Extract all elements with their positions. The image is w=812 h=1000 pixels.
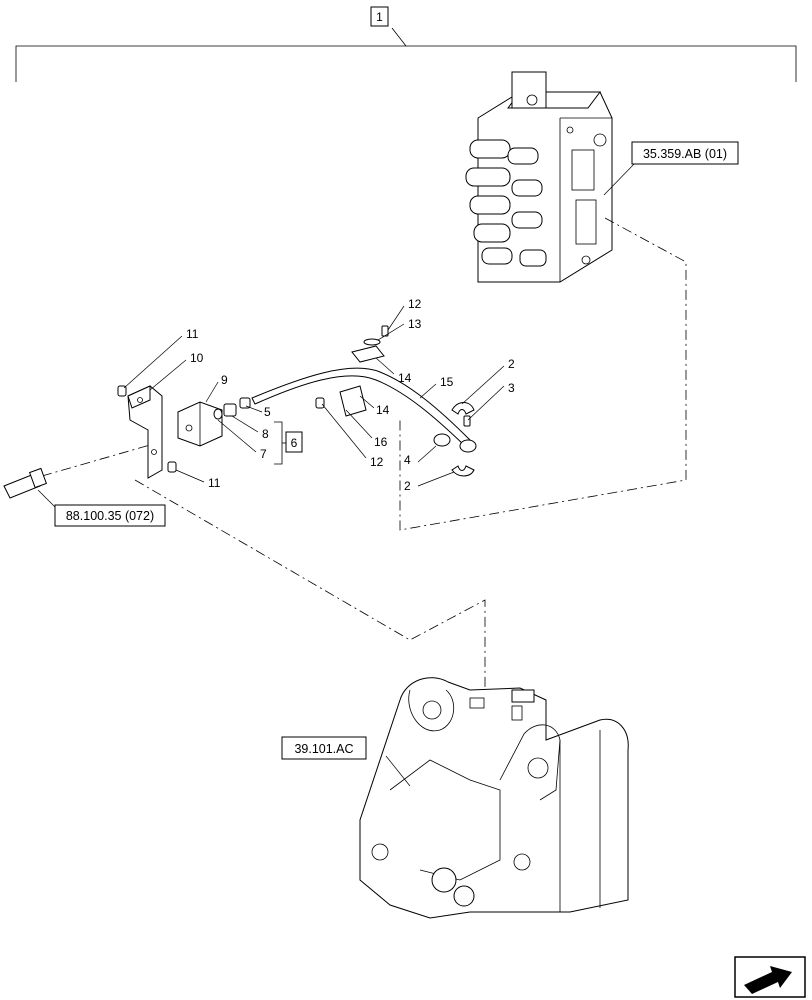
control-valve-block <box>465 71 613 283</box>
assembly-label: 1 <box>376 10 383 24</box>
valve-spools <box>465 139 547 267</box>
routing-lines <box>41 217 687 700</box>
label-4: 4 <box>404 445 437 467</box>
label-12-lower: 12 <box>321 403 384 469</box>
svg-text:13: 13 <box>408 317 422 331</box>
label-5: 5 <box>245 405 271 419</box>
svg-text:2: 2 <box>404 479 411 493</box>
svg-text:15: 15 <box>440 375 454 389</box>
mounting-bracket <box>127 385 163 479</box>
label-11-upper: 11 <box>123 327 199 389</box>
kit-label: 6 <box>291 436 298 450</box>
svg-text:2: 2 <box>508 357 515 371</box>
svg-text:4: 4 <box>404 453 411 467</box>
fitting-5 <box>239 397 251 409</box>
label-12-upper: 12 <box>387 297 422 331</box>
fitting-8 <box>223 403 237 417</box>
control-valve-reference[interactable]: 35.359.AB (01) <box>603 141 739 196</box>
clamp-upper <box>351 345 385 363</box>
label-10: 10 <box>149 351 204 391</box>
svg-text:12: 12 <box>370 455 384 469</box>
label-8: 8 <box>231 415 269 441</box>
svg-text:5: 5 <box>264 405 271 419</box>
svg-text:3: 3 <box>508 381 515 395</box>
bolt-upper <box>117 385 127 397</box>
label-14-lower: 14 <box>359 395 390 417</box>
flange-half-lower <box>451 465 475 477</box>
svg-text:11: 11 <box>208 476 221 490</box>
svg-text:10: 10 <box>190 351 204 365</box>
label-2-upper: 2 <box>461 357 515 405</box>
clamp-lower <box>339 385 367 417</box>
svg-text:14: 14 <box>398 371 412 385</box>
flange-screw <box>463 415 471 427</box>
hose-connection-reference[interactable]: 88.100.35 (072) <box>37 489 166 527</box>
fitting-7 <box>213 408 223 420</box>
hose <box>251 367 477 453</box>
chassis-frame <box>359 677 629 919</box>
label-14-upper: 14 <box>375 357 412 385</box>
chassis-reference[interactable]: 39.101.AC <box>281 736 411 787</box>
label-13: 13 <box>377 317 422 341</box>
washer-13 <box>363 338 381 346</box>
adapter-block <box>177 401 223 447</box>
flange-half-upper <box>451 402 475 415</box>
kit-bracket-6: 6 <box>274 421 303 465</box>
assembly-bracket: 1 <box>15 6 797 82</box>
label-15: 15 <box>419 375 454 399</box>
svg-text:14: 14 <box>376 403 390 417</box>
label-7: 7 <box>217 419 267 461</box>
svg-text:12: 12 <box>408 297 422 311</box>
hose-connection-reference-text: 88.100.35 (072) <box>66 509 154 523</box>
label-16: 16 <box>345 409 388 449</box>
hose-end <box>3 467 48 499</box>
o-ring <box>433 433 451 447</box>
control-valve-reference-text: 35.359.AB (01) <box>643 147 727 161</box>
svg-text:8: 8 <box>262 427 269 441</box>
label-3: 3 <box>467 381 515 421</box>
svg-text:7: 7 <box>260 447 267 461</box>
label-9: 9 <box>205 373 228 403</box>
chassis-reference-text: 39.101.AC <box>294 742 353 756</box>
svg-text:16: 16 <box>374 435 388 449</box>
label-11-lower: 11 <box>175 469 221 490</box>
svg-text:9: 9 <box>221 373 228 387</box>
bolt-lower <box>167 461 177 473</box>
svg-text:11: 11 <box>186 327 199 341</box>
screw-12-lower <box>315 397 325 409</box>
next-page-arrow-icon[interactable] <box>734 956 806 998</box>
label-2-lower: 2 <box>404 471 455 493</box>
